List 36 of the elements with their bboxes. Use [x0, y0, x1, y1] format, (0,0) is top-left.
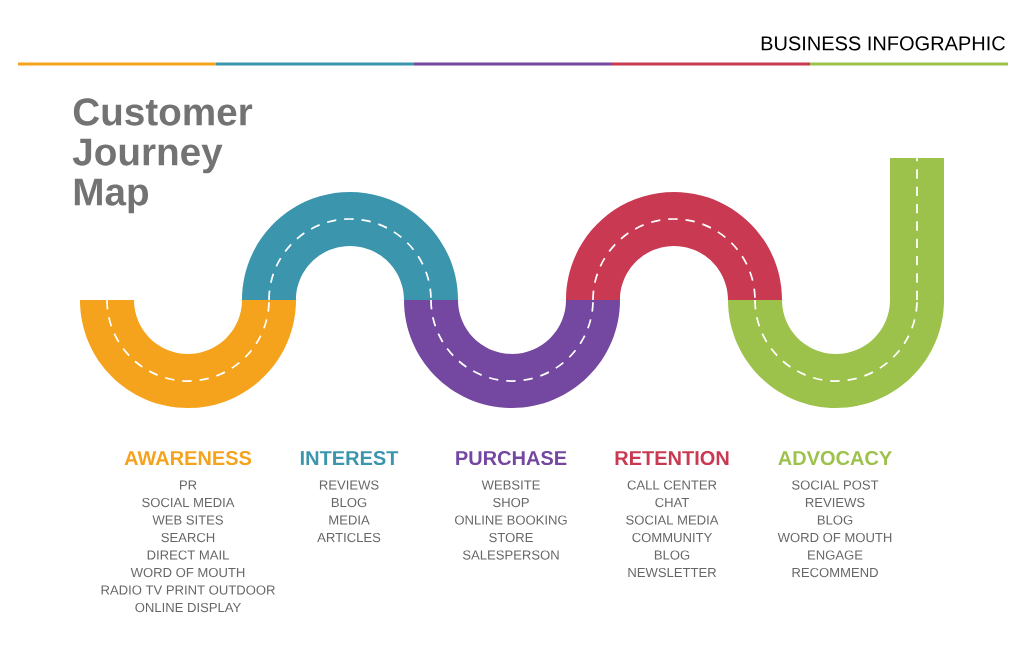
header-text: BUSINESS INFOGRAPHIC — [761, 36, 1005, 51]
list-item: ARTICLES — [317, 532, 381, 543]
list-item: DIRECT MAIL — [147, 550, 229, 560]
title: Customer Journey Map — [72, 98, 253, 214]
list-item: REVIEWS — [805, 497, 865, 508]
list-item: STORE — [489, 532, 533, 543]
stage-heading: RETENTION — [615, 450, 729, 466]
list-item: REVIEWS — [319, 480, 379, 490]
list-item: SALESPERSON — [462, 550, 559, 560]
list-item: SOCIAL POST — [792, 480, 879, 490]
list-item: BLOG — [654, 550, 690, 560]
list-item: WEBSITE — [481, 480, 540, 490]
list-item: SHOP — [493, 497, 529, 508]
list-item: SOCIAL MEDIA — [142, 497, 235, 508]
list-item: SEARCH — [161, 532, 215, 543]
list-item: COMMUNITY — [632, 532, 712, 543]
list-item: ENGAGE — [808, 550, 863, 560]
stage-heading: PURCHASE — [456, 450, 567, 466]
list-item: CHAT — [655, 497, 689, 508]
list-item: WEB SITES — [152, 515, 223, 525]
stage-heading: AWARENESS — [124, 450, 252, 466]
stage-heading: INTEREST — [300, 450, 399, 466]
list-item: BLOG — [817, 515, 853, 525]
list-item: ONLINE BOOKING — [455, 515, 567, 525]
list-item: SOCIAL MEDIA — [626, 515, 719, 525]
list-item: NEWSLETTER — [628, 567, 717, 578]
list-item: WORD OF MOUTH — [777, 532, 892, 543]
list-item: CALL CENTER — [627, 480, 717, 490]
list-item: RECOMMEND — [792, 567, 878, 578]
list-item: RADIO TV PRINT OUTDOOR — [101, 585, 275, 595]
list-item: BLOG — [331, 497, 367, 508]
list-item: PR — [180, 480, 197, 490]
list-item: ONLINE DISPLAY — [135, 602, 241, 613]
list-item: MEDIA — [329, 515, 370, 525]
stage-heading: ADVOCACY — [778, 450, 892, 466]
list-item: WORD OF MOUTH — [130, 567, 245, 578]
